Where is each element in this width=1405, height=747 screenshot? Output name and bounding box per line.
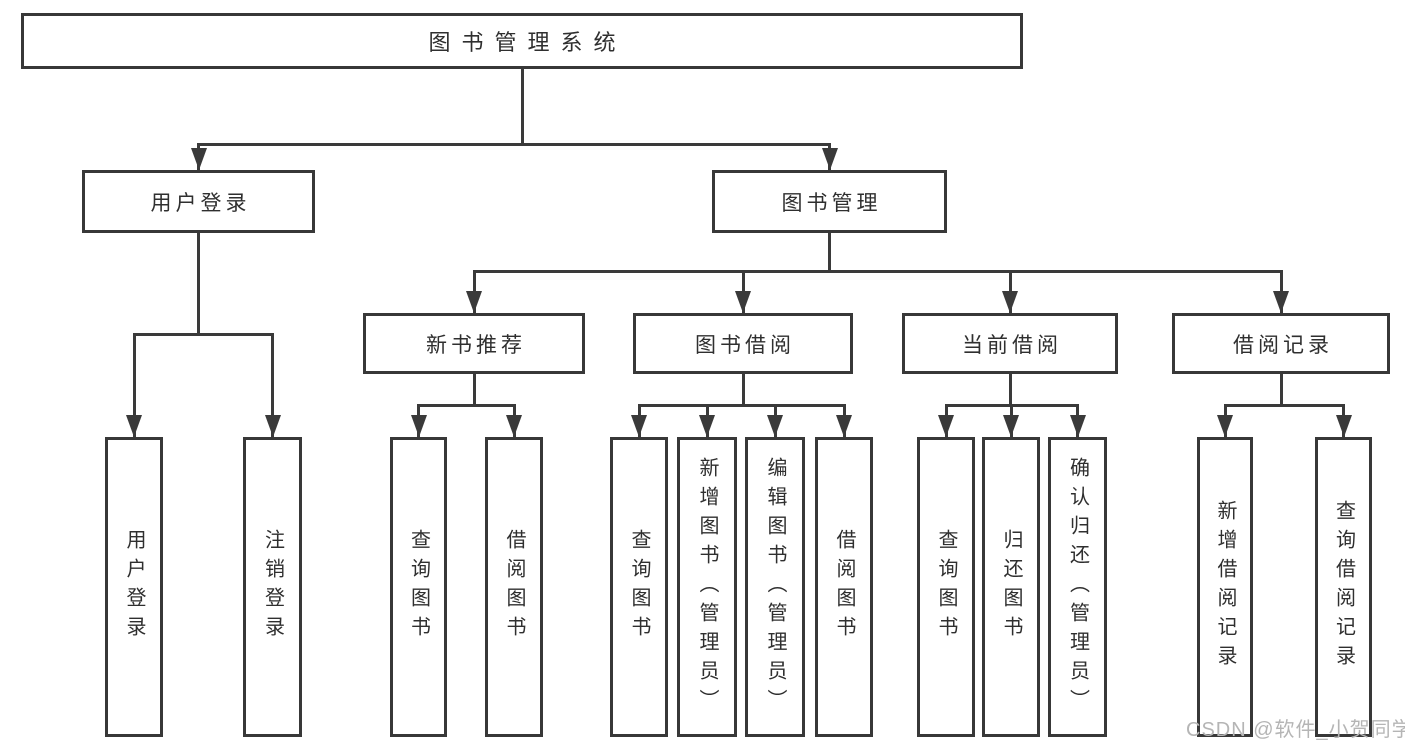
node-label-leaf-br-add-record: 新增借阅记录 — [1214, 500, 1236, 674]
node-label-user-login: 用户登录 — [150, 191, 251, 215]
node-leaf-br-query-record: 查询借阅记录 — [1315, 437, 1372, 737]
connector-arrowhead-leaf-nbr-query-book — [410, 415, 427, 437]
node-leaf-bb-borrow-book: 借阅图书 — [815, 437, 873, 737]
node-label-leaf-bb-add-book: 新增图书（管理员） — [696, 456, 718, 718]
node-label-leaf-nbr-query-book: 查询图书 — [407, 529, 430, 645]
node-leaf-logout: 注销登录 — [243, 437, 302, 737]
node-label-leaf-bb-borrow-book: 借阅图书 — [833, 529, 855, 645]
connector-drop-leaf-logout — [271, 333, 274, 437]
node-label-book-borrow: 图书借阅 — [695, 333, 795, 357]
connector-arrowhead-leaf-cb-query-book — [938, 415, 954, 437]
connector-arrowhead-leaf-nbr-borrow-book — [506, 415, 522, 437]
connector-bar-book-borrow — [637, 404, 846, 407]
node-borrow-record: 借阅记录 — [1172, 313, 1390, 374]
connector-arrowhead-leaf-cb-confirm-return — [1069, 415, 1086, 437]
connector-stem-borrow-record — [1279, 374, 1283, 406]
node-book-borrow: 图书借阅 — [633, 313, 853, 374]
node-label-leaf-bb-query-book: 查询图书 — [628, 529, 650, 645]
node-leaf-user-login: 用户登录 — [105, 437, 163, 737]
connector-stem-book-mgmt — [828, 233, 831, 272]
node-label-leaf-cb-query-book: 查询图书 — [935, 529, 957, 645]
node-leaf-bb-edit-book: 编辑图书（管理员） — [745, 437, 805, 737]
connector-stem-book-borrow — [741, 374, 745, 406]
connector-drop-leaf-user-login — [132, 333, 136, 437]
connector-bar-borrow-record — [1223, 404, 1345, 407]
connector-stem-root — [520, 69, 524, 145]
node-label-new-book-recommend: 新书推荐 — [426, 333, 526, 357]
node-root: 图书管理系统 — [21, 13, 1023, 69]
node-label-borrow-record: 借阅记录 — [1233, 333, 1333, 357]
connector-arrowhead-current-borrow — [1002, 291, 1018, 313]
node-leaf-bb-query-book: 查询图书 — [610, 437, 668, 737]
node-label-leaf-nbr-borrow-book: 借阅图书 — [503, 529, 525, 645]
watermark: CSDN @软件_小贺同学 — [1186, 719, 1405, 741]
node-label-leaf-logout: 注销登录 — [261, 529, 284, 645]
connector-bar-book-mgmt — [472, 270, 1283, 273]
node-label-leaf-bb-edit-book: 编辑图书（管理员） — [764, 456, 786, 718]
connector-arrowhead-leaf-bb-borrow-book — [836, 415, 852, 437]
connector-stem-current-borrow — [1008, 374, 1012, 406]
node-leaf-nbr-query-book: 查询图书 — [390, 437, 447, 737]
connector-stem-user-login — [197, 233, 200, 335]
connector-arrowhead-borrow-record — [1273, 291, 1289, 313]
node-book-mgmt: 图书管理 — [712, 170, 947, 233]
connector-arrowhead-leaf-bb-edit-book — [767, 415, 783, 437]
node-label-leaf-br-query-record: 查询借阅记录 — [1332, 500, 1355, 674]
node-leaf-cb-confirm-return: 确认归还（管理员） — [1048, 437, 1107, 737]
connector-arrowhead-leaf-user-login — [126, 415, 142, 437]
connector-bar-new-book-recommend — [417, 404, 516, 407]
connector-arrowhead-leaf-bb-add-book — [699, 415, 715, 437]
node-leaf-br-add-record: 新增借阅记录 — [1197, 437, 1253, 737]
connector-arrowhead-book-borrow — [735, 291, 751, 313]
connector-arrowhead-user-login — [190, 148, 207, 170]
node-user-login: 用户登录 — [82, 170, 315, 233]
connector-arrowhead-leaf-bb-query-book — [631, 415, 647, 437]
connector-arrowhead-new-book-recommend — [466, 291, 482, 313]
connector-bar-user-login — [132, 333, 274, 336]
connector-arrowhead-leaf-br-add-record — [1217, 415, 1233, 437]
node-leaf-cb-query-book: 查询图书 — [917, 437, 975, 737]
node-leaf-nbr-borrow-book: 借阅图书 — [485, 437, 543, 737]
node-current-borrow: 当前借阅 — [902, 313, 1118, 374]
connector-arrowhead-leaf-logout — [264, 415, 281, 437]
node-leaf-cb-return-book: 归还图书 — [982, 437, 1040, 737]
connector-stem-new-book-recommend — [472, 374, 476, 406]
node-label-root: 图书管理系统 — [428, 30, 627, 55]
connector-bar-root — [197, 143, 831, 146]
node-leaf-bb-add-book: 新增图书（管理员） — [677, 437, 737, 737]
node-label-leaf-user-login: 用户登录 — [123, 529, 145, 645]
node-label-book-mgmt: 图书管理 — [781, 191, 882, 215]
connector-arrowhead-book-mgmt — [821, 148, 838, 170]
node-label-leaf-cb-return-book: 归还图书 — [1000, 529, 1022, 645]
node-label-leaf-cb-confirm-return: 确认归还（管理员） — [1066, 456, 1089, 718]
connector-arrowhead-leaf-br-query-record — [1335, 415, 1352, 437]
connector-arrowhead-leaf-cb-return-book — [1003, 415, 1019, 437]
node-label-current-borrow: 当前借阅 — [962, 333, 1062, 357]
node-new-book-recommend: 新书推荐 — [363, 313, 585, 374]
